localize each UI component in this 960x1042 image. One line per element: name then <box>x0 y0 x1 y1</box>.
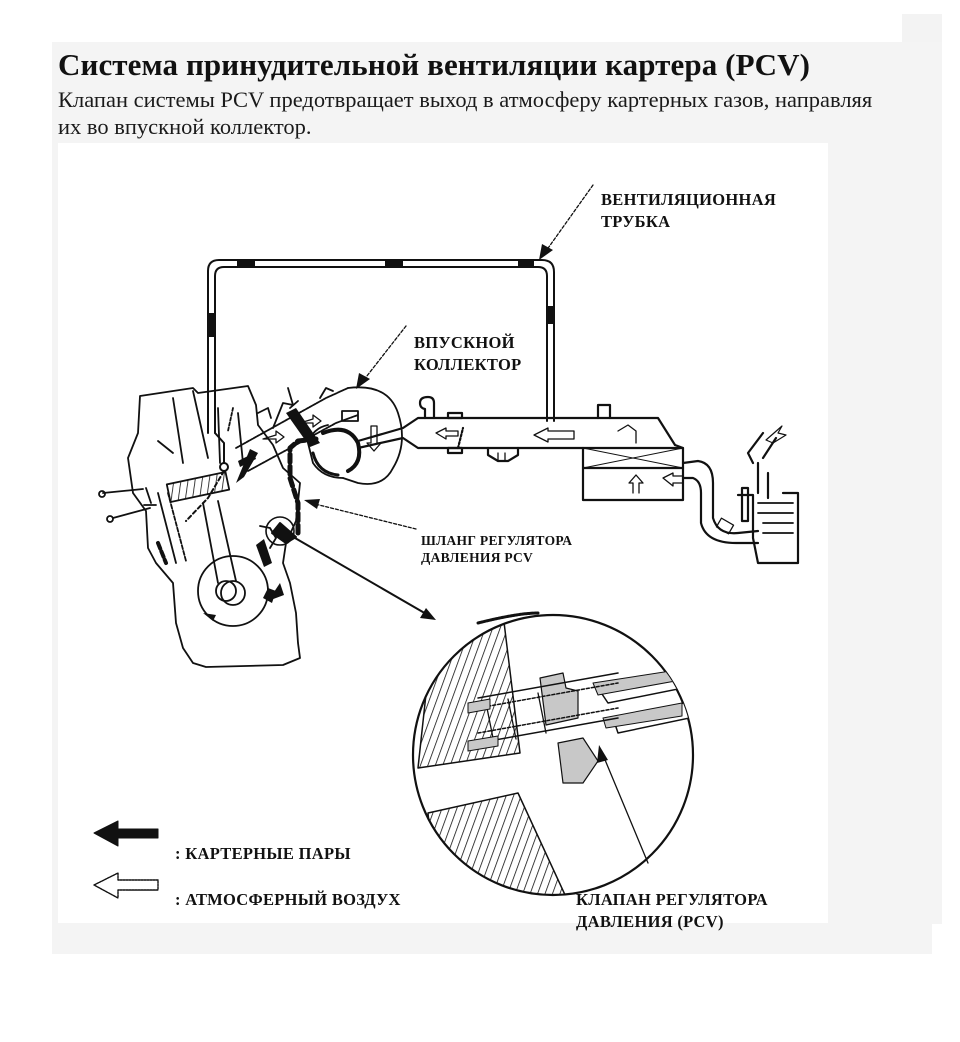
solid-arrow-left-icon <box>93 820 159 847</box>
pcv-hose-leader <box>304 499 417 530</box>
label-pcv-hose: ШЛАНГ РЕГУЛЯТОРА ДАВЛЕНИЯ PCV <box>421 532 572 566</box>
vent-tube-leader <box>539 184 594 260</box>
label-line: ВЕНТИЛЯЦИОННАЯ <box>601 190 777 209</box>
label-line: ВПУСКНОЙ <box>414 333 515 352</box>
label-line: КЛАПАН РЕГУЛЯТОРА <box>576 890 768 909</box>
intake-duct <box>356 395 800 565</box>
label-ventilation-tube: ВЕНТИЛЯЦИОННАЯ ТРУБКА <box>601 189 776 233</box>
pcv-diagram-drawing <box>93 184 800 899</box>
content-panel-bottom <box>52 924 932 954</box>
label-intake-manifold: ВПУСКНОЙ КОЛЛЕКТОР <box>414 332 522 376</box>
corner-tab <box>902 14 942 42</box>
legend-label-crankcase-vapors: : КАРТЕРНЫЕ ПАРЫ <box>175 844 351 863</box>
pcv-diagram: ВЕНТИЛЯЦИОННАЯ ТРУБКА ВПУСКНОЙ КОЛЛЕКТОР… <box>58 143 828 931</box>
ventilation-tube <box>185 259 555 522</box>
outline-arrow-left-icon <box>93 872 159 899</box>
engine-block <box>98 385 301 668</box>
legend-label-atmospheric-air: : АТМОСФЕРНЫЙ ВОЗДУХ <box>175 890 401 909</box>
label-line: КОЛЛЕКТОР <box>414 355 522 374</box>
label-pcv-valve: КЛАПАН РЕГУЛЯТОРА ДАВЛЕНИЯ (PCV) <box>576 889 768 933</box>
page-description: Клапан системы PCV предотвращает выход в… <box>58 87 873 139</box>
intake-manifold <box>235 386 403 485</box>
label-line: ШЛАНГ РЕГУЛЯТОРА <box>421 533 573 548</box>
pcv-valve-leader <box>597 745 649 864</box>
magnified-pcv-valve <box>411 611 695 897</box>
label-line: ДАВЛЕНИЯ (PCV) <box>576 912 724 931</box>
label-line: ТРУБКА <box>601 212 671 231</box>
page-title: Система принудительной вентиляции картер… <box>58 47 811 82</box>
intake-manifold-leader <box>356 325 407 389</box>
pcv-hose <box>265 436 319 546</box>
label-line: ДАВЛЕНИЯ PCV <box>421 550 534 565</box>
magnify-leader <box>294 537 436 620</box>
